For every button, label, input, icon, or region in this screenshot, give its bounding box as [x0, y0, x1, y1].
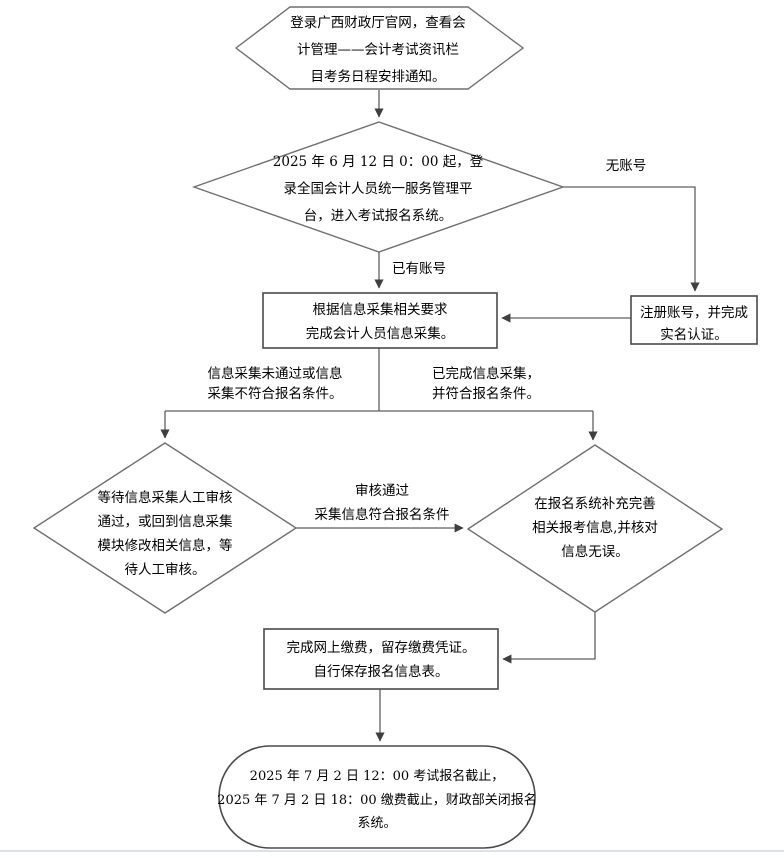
supplement-line-1: 在报名系统补充完善	[534, 496, 656, 512]
payment-line-1: 完成网上缴费，留存缴费凭证。	[287, 640, 476, 656]
register-line-1: 注册账号，并完成	[640, 305, 748, 321]
node-supplement-decision: 在报名系统补充完善 相关报考信息,并核对 信息无误。	[466, 444, 724, 613]
node-start-hexagon: 登录广西财政厅官网，查看会 计管理——会计考试资讯栏 目考务日程安排通知。	[234, 6, 525, 90]
edges	[160, 90, 700, 742]
node-login-decision: 2025 年 6 月 12 日 0：00 起，登 录全国会计人员统一服务管理平 …	[191, 121, 566, 253]
label-no-account: 无账号	[606, 158, 647, 174]
hexagon-shape	[234, 6, 525, 90]
terminator-shape	[218, 745, 536, 849]
collect-line-2: 完成会计人员信息采集。	[306, 325, 455, 342]
diamond-shape	[191, 121, 566, 253]
label-review-pass-1: 审核通过	[355, 483, 409, 499]
review-line-2: 通过，或回到信息采集	[98, 513, 233, 530]
node-register-box: 注册账号，并完成 实名认证。	[630, 295, 758, 345]
collect-line-1: 根据信息采集相关要求	[313, 301, 448, 318]
edge-supplement-to-payment	[502, 612, 596, 664]
node-collect-box: 根据信息采集相关要求 完成会计人员信息采集。	[262, 292, 498, 349]
login-line-1: 2025 年 6 月 12 日 0：00 起，登	[273, 154, 484, 170]
node-payment-box: 完成网上缴费，留存缴费凭证。 自行保存报名信息表。	[263, 628, 499, 690]
payment-line-2: 自行保存报名信息表。	[314, 663, 449, 680]
node-end-terminator: 2025 年 7 月 2 日 12：00 考试报名截止， 2025 年 7 月 …	[217, 745, 537, 849]
start-line-1: 登录广西财政厅官网，查看会	[290, 15, 466, 31]
node-manual-review-decision: 等待信息采集人工审核 通过，或回到信息采集 模块修改相关信息，等 待人工审核。	[32, 442, 298, 614]
supplement-line-3: 信息无误。	[561, 543, 629, 560]
label-collect-pass-1: 已完成信息采集，	[432, 365, 540, 382]
end-line-1: 2025 年 7 月 2 日 12：00 考试报名截止，	[250, 768, 505, 784]
label-collect-fail-2: 采集不符合报名条件。	[208, 385, 343, 402]
review-line-1: 等待信息采集人工审核	[98, 489, 233, 506]
review-line-4: 待人工审核。	[125, 562, 206, 578]
edge-labels: 无账号 已有账号 信息采集未通过或信息 采集不符合报名条件。 已完成信息采集， …	[208, 158, 647, 523]
diamond-shape	[466, 444, 724, 613]
label-review-pass-2: 采集信息符合报名条件	[315, 506, 450, 523]
end-line-3: 系统。	[357, 816, 396, 831]
label-has-account: 已有账号	[392, 261, 446, 277]
label-collect-pass-2: 并符合报名条件。	[432, 385, 540, 402]
login-line-2: 录全国会计人员统一服务管理平	[284, 180, 473, 197]
end-line-2: 2025 年 7 月 2 日 18：00 缴费截止，财政部关闭报名	[217, 792, 537, 808]
review-line-3: 模块修改相关信息，等	[98, 537, 233, 554]
rect-shape	[262, 292, 498, 349]
edge-login-to-register	[562, 186, 700, 292]
rect-shape	[263, 628, 499, 690]
register-line-2: 实名认证。	[660, 327, 728, 343]
start-line-3: 目考务日程安排通知。	[311, 68, 446, 85]
supplement-line-2: 相关报考信息,并核对	[532, 519, 658, 536]
diamond-shape	[32, 442, 298, 614]
rect-shape	[630, 295, 758, 345]
login-line-3: 台，进入考试报名系统。	[304, 208, 453, 224]
start-line-2: 计管理——会计考试资讯栏	[297, 42, 459, 58]
label-collect-fail-1: 信息采集未通过或信息	[208, 365, 343, 382]
